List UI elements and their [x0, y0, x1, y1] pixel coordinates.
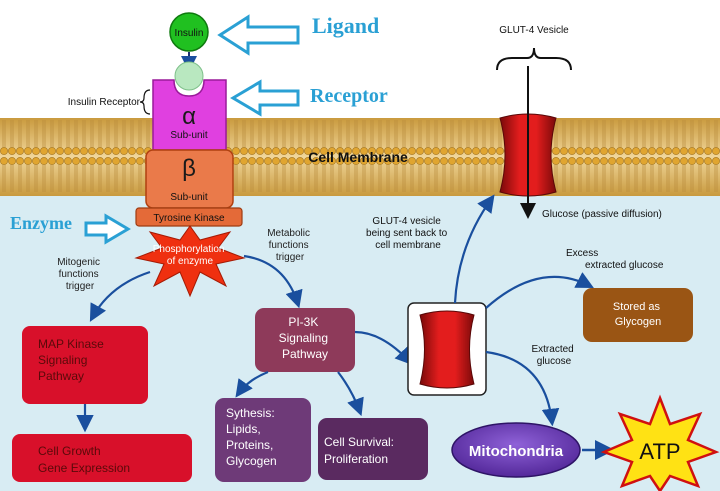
cell-survival-label: Cell Survival: Proliferation — [324, 435, 397, 466]
cell-growth-label: Cell Growth Gene Expression — [38, 444, 130, 475]
mitochondria-organelle — [451, 422, 581, 478]
phosphorylation-starburst — [134, 225, 246, 298]
glucose-passive-label: Glucose (passive diffusion) — [542, 209, 662, 220]
beta-symbol: β — [182, 155, 196, 182]
ligand-pointer-arrow-icon — [217, 14, 300, 56]
pi3k-box — [255, 308, 355, 372]
to-pi3k-arrow — [243, 254, 303, 309]
insulin-label: Insulin — [175, 28, 204, 39]
cell-membrane-label: Cell Membrane — [308, 149, 408, 165]
insulin-receptor-brace — [139, 89, 151, 115]
binding-site — [174, 61, 204, 91]
synthesis-label: Sythesis: Lipids, Proteins, Glycogen — [226, 406, 278, 468]
glut4-vesicle-brace — [496, 47, 572, 71]
ligand-label: Ligand — [312, 13, 379, 38]
glycogen-label: Stored as Glycogen — [613, 301, 663, 328]
tyrosine-kinase — [135, 207, 243, 227]
mitogenic-label: Mitogenic functions trigger — [57, 257, 103, 292]
mitochondria-label: Mitochondria — [469, 443, 564, 460]
to-mitochondria-arrow — [485, 350, 560, 427]
tyrosine-kinase-label: Tyrosine Kinase — [153, 213, 225, 224]
receptor-label: Receptor — [310, 85, 388, 107]
cell-survival-box — [318, 418, 428, 480]
metabolic-label: Metabolic functions trigger — [267, 228, 313, 263]
insulin-receptor-label: Insulin Receptor — [68, 97, 141, 108]
to-glut4-vesicle-arrow — [354, 330, 414, 366]
beta-subunit-label: Sub-unit — [170, 192, 207, 203]
vesicle-to-membrane-arrow — [453, 194, 495, 304]
lipid-bilayer — [0, 118, 720, 196]
atp-label: ATP — [639, 439, 680, 464]
to-map-kinase-arrow — [89, 270, 151, 322]
alpha-subunit-label: Sub-unit — [170, 130, 207, 141]
excess-glucose-label: Excess extracted glucose — [566, 248, 664, 271]
glycogen-box — [583, 288, 693, 342]
enzyme-label: Enzyme — [10, 213, 72, 233]
receptor-pointer-arrow-icon — [230, 79, 300, 117]
glut4-vesicle-label: GLUT-4 Vesicle — [499, 25, 569, 36]
alpha-symbol: α — [182, 103, 196, 130]
map-kinase-box — [22, 326, 148, 404]
cell-growth-box — [12, 434, 192, 482]
alpha-subunit — [152, 79, 227, 151]
to-cell-survival-arrow — [337, 371, 364, 417]
synthesis-box — [215, 398, 311, 482]
insulin-molecule — [169, 12, 209, 52]
glut4-sent-back-label: GLUT-4 vesicle being sent back to cell m… — [366, 216, 450, 251]
phosphorylation-label: Phosphorylation of enzyme — [153, 244, 228, 267]
glut4-vesicle-channel — [419, 310, 475, 389]
map-kinase-label: MAP Kinase Signaling Pathway — [38, 337, 107, 383]
extracted-glucose-label: Extracted glucose — [531, 344, 576, 367]
enzyme-pointer-arrow-icon — [84, 213, 131, 245]
atp-starburst — [600, 394, 720, 491]
pi3k-label: PI-3K Signaling Pathway — [279, 315, 332, 361]
to-synthesis-arrow — [235, 370, 269, 398]
to-glycogen-arrow — [485, 272, 594, 309]
